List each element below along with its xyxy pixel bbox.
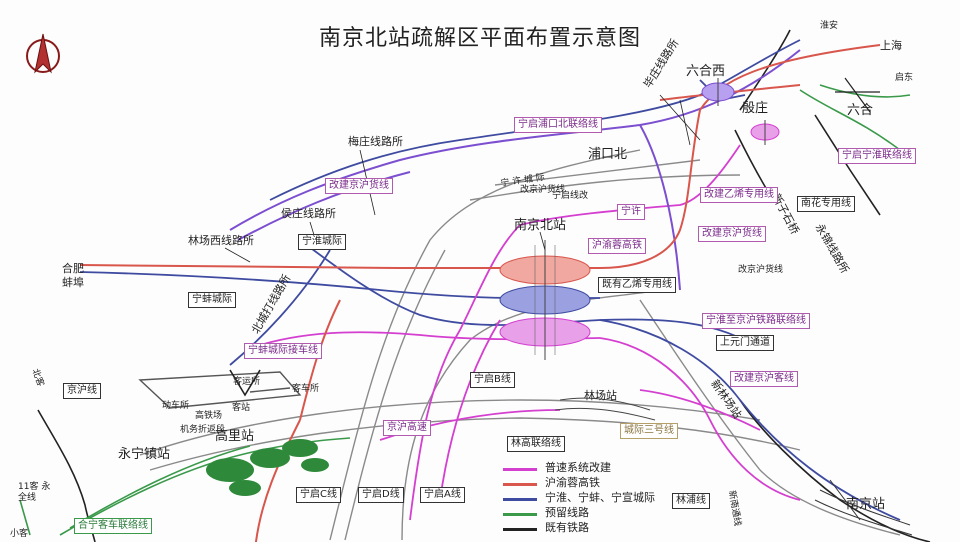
- place-nanjing-north-station: 南京北站: [514, 218, 567, 233]
- legend-label: 普速系统改建: [545, 461, 611, 474]
- place-shanghai: 上海: [880, 39, 902, 52]
- legend-item: 预留线路: [503, 507, 703, 521]
- place-liuhe: 六合: [847, 103, 874, 118]
- place-bengbu: 蚌埠: [62, 276, 84, 289]
- box-existing-yiyan: 既有乙烯专用线: [598, 277, 676, 293]
- place-liuhe-west: 六合西: [686, 64, 726, 79]
- label-dongche-1: 动车所: [162, 401, 190, 411]
- box-ningbeng-intercity: 宁蚌城际: [188, 292, 236, 308]
- reserved-lines: [19, 84, 911, 536]
- box-nanhua: 南花专用线: [797, 196, 855, 212]
- box-gaijian-yiyan: 改建乙烯专用线: [700, 187, 778, 203]
- label-leaders: [224, 94, 701, 263]
- map-title: 南京北站疏解区平面布置示意图: [318, 26, 641, 51]
- place-hefei: 合肥: [62, 262, 84, 275]
- place-right-top: 启东: [895, 73, 914, 83]
- label-dongche-5: 客车所: [292, 384, 320, 394]
- intercity-lines: [79, 39, 901, 521]
- box-linggao: 林高联络线: [507, 436, 565, 452]
- box-ninghuai-jinghu: 宁淮至京沪铁路联络线: [702, 313, 810, 329]
- box-ninghuai-right: 宁启宁淮联络线: [838, 148, 916, 164]
- box-ningqi-c: 宁启C线: [296, 487, 341, 503]
- box-lindian: 林浦线: [672, 493, 710, 509]
- nanjing-north-station-hub: [499, 240, 591, 360]
- label-dongche-2: 客运所: [233, 377, 261, 387]
- place-yinzhuang: 殷庄: [742, 101, 769, 116]
- box-ningbeng-conn: 宁蚌城际接车线: [244, 343, 322, 359]
- box-ningqi-d: 宁启D线: [358, 487, 404, 503]
- box-gaijian-jinghu-2: 改建京沪货线: [698, 226, 766, 242]
- liuhe-hub: [835, 77, 880, 113]
- place-linchang-station: 林场站: [584, 389, 617, 402]
- label-huo-line: 改京沪货线: [520, 185, 566, 195]
- works-linchang-west: 林场西线路所: [188, 234, 254, 247]
- yinzhuang-hub: [750, 120, 780, 145]
- place-north-top: 淮安: [820, 21, 839, 31]
- box-gaijian-jinghu-ke: 改建京沪客线: [730, 371, 798, 387]
- legend-swatch: [503, 483, 537, 486]
- linchang-station-yard: [554, 397, 656, 421]
- legend-label: 预留线路: [545, 506, 589, 519]
- liuhe-west-hub: [701, 78, 735, 106]
- box-ningqi-a: 宁启A线: [420, 487, 465, 503]
- label-dongche-6: 客站: [232, 403, 251, 413]
- box-gaijian-jinghu: 改建京沪货线: [325, 178, 393, 194]
- legend-item: 沪渝蓉高铁: [503, 477, 703, 491]
- place-gaoli-station: 高里站: [215, 429, 255, 444]
- legend-label: 宁淮、宁蚌、宁宣城际: [545, 491, 655, 504]
- label-ningqi-gai: 宁启线改: [552, 191, 589, 201]
- label-xiaoke: 小客: [10, 529, 29, 539]
- legend-swatch: [503, 468, 537, 471]
- box-ningqi-b: 宁启B线: [470, 372, 515, 388]
- box-jingxi-yuan: 京沪高速: [383, 420, 431, 436]
- place-kequan-line: 11客 永全线: [18, 482, 51, 503]
- legend-label: 沪渝蓉高铁: [545, 476, 600, 489]
- legend-label: 既有铁路: [545, 521, 589, 534]
- legend-item: 既有铁路: [503, 522, 703, 536]
- legend-swatch: [503, 513, 537, 516]
- place-pukou-north: 浦口北: [588, 147, 628, 162]
- legend-item: 宁淮、宁蚌、宁宣城际: [503, 492, 703, 506]
- legend-swatch: [503, 498, 537, 501]
- label-dongche-4: 机务折返段: [180, 425, 226, 435]
- box-jinghu-line: 京沪线: [63, 383, 101, 399]
- depot-yard: [206, 439, 329, 496]
- box-hening-kelian: 合宁客车联络线: [74, 518, 152, 534]
- box-ningxu: 宁许: [617, 204, 645, 220]
- north-arrow-icon: [26, 33, 60, 74]
- box-ninghuai-intercity: 宁淮城际: [298, 234, 346, 250]
- box-ningqi-pukou: 宁启浦口北联络线: [514, 117, 602, 133]
- works-houzhuang: 侯庄线路所: [281, 207, 336, 220]
- place-nanjing-station: 南京站: [846, 497, 886, 512]
- label-jinghu-huo: 改京沪货线: [738, 265, 784, 275]
- box-luyurong: 沪渝蓉高铁: [588, 238, 646, 254]
- existing-black-lines: [37, 29, 931, 542]
- box-shangyuanmen: 上元门通道: [716, 335, 774, 351]
- place-yongning-town-station: 永宁镇站: [118, 447, 171, 462]
- legend-item: 普速系统改建: [503, 462, 703, 476]
- label-dongche-3: 高铁场: [195, 411, 223, 421]
- legend-swatch: [503, 528, 537, 531]
- works-meizhuang: 梅庄线路所: [348, 135, 403, 148]
- nanjing-station-yard: [814, 479, 913, 536]
- box-canyi: 城际三号线: [620, 423, 678, 439]
